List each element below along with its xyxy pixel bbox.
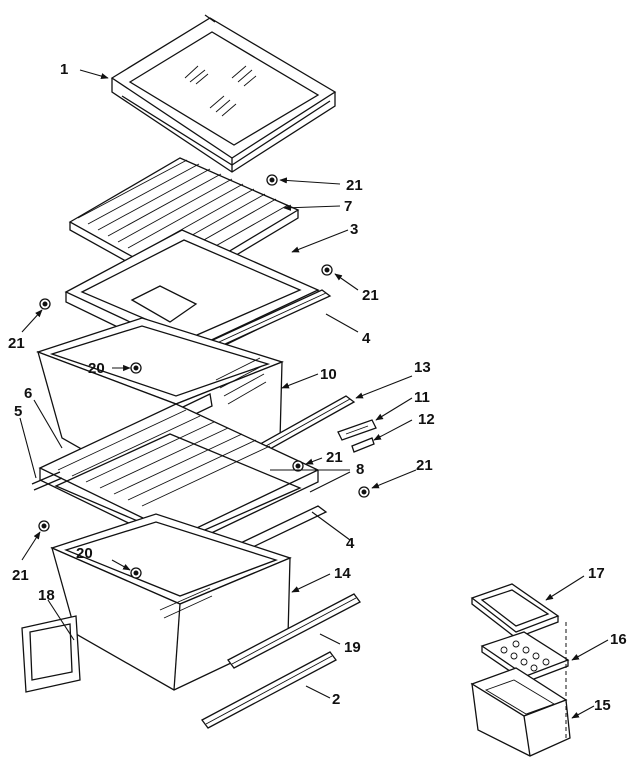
callout-7: 7 <box>344 198 352 215</box>
callout-4-lower: 4 <box>346 535 355 552</box>
callout-3: 3 <box>350 221 358 238</box>
screw-part-21-c <box>39 298 51 310</box>
callout-21-right-upper: 21 <box>362 287 379 304</box>
screw-part-21-e <box>358 486 370 498</box>
egg-bin-lid <box>470 583 560 639</box>
callout-21-left-upper: 21 <box>8 335 25 352</box>
callout-18: 18 <box>38 587 55 604</box>
callout-15: 15 <box>594 697 611 714</box>
screw-part-20-a <box>130 362 142 374</box>
callout-5: 5 <box>14 403 22 420</box>
callout-21-left-lower: 21 <box>12 567 29 584</box>
callout-8: 8 <box>356 461 364 478</box>
callout-21-middle: 21 <box>326 449 343 466</box>
screw-part-21-a <box>266 174 278 186</box>
rail-5 <box>31 471 63 491</box>
egg-tray <box>480 631 570 683</box>
callout-labels: 1 21 7 3 21 21 4 20 10 13 6 11 5 12 21 8… <box>8 61 627 714</box>
callout-6: 6 <box>24 385 32 402</box>
callout-14: 14 <box>334 565 351 582</box>
screw-part-21-d <box>292 460 304 472</box>
screw-part-20-b <box>130 567 142 579</box>
callout-2: 2 <box>332 691 340 708</box>
callout-21-top: 21 <box>346 177 363 194</box>
callout-1: 1 <box>60 61 68 78</box>
panel-18 <box>21 615 81 693</box>
dairy-bin <box>470 667 571 757</box>
bracket-12 <box>351 437 375 453</box>
callout-12: 12 <box>418 411 435 428</box>
callout-21-right-lower: 21 <box>416 457 433 474</box>
callout-16: 16 <box>610 631 627 648</box>
callout-19: 19 <box>344 639 361 656</box>
bracket-11 <box>337 419 377 441</box>
callout-11: 11 <box>414 389 430 406</box>
callout-4-upper: 4 <box>362 330 371 347</box>
callout-20-upper: 20 <box>88 360 105 377</box>
screw-part-21-b <box>321 264 333 276</box>
rail-2 <box>201 651 337 729</box>
rail-19 <box>227 593 361 669</box>
callout-13: 13 <box>414 359 431 376</box>
callout-17: 17 <box>588 565 605 582</box>
callout-20-lower: 20 <box>76 545 93 562</box>
leader-lines <box>19 69 609 719</box>
callout-10: 10 <box>320 366 337 383</box>
glass-shelf-cover <box>110 14 337 173</box>
screw-part-21-f <box>38 520 50 532</box>
